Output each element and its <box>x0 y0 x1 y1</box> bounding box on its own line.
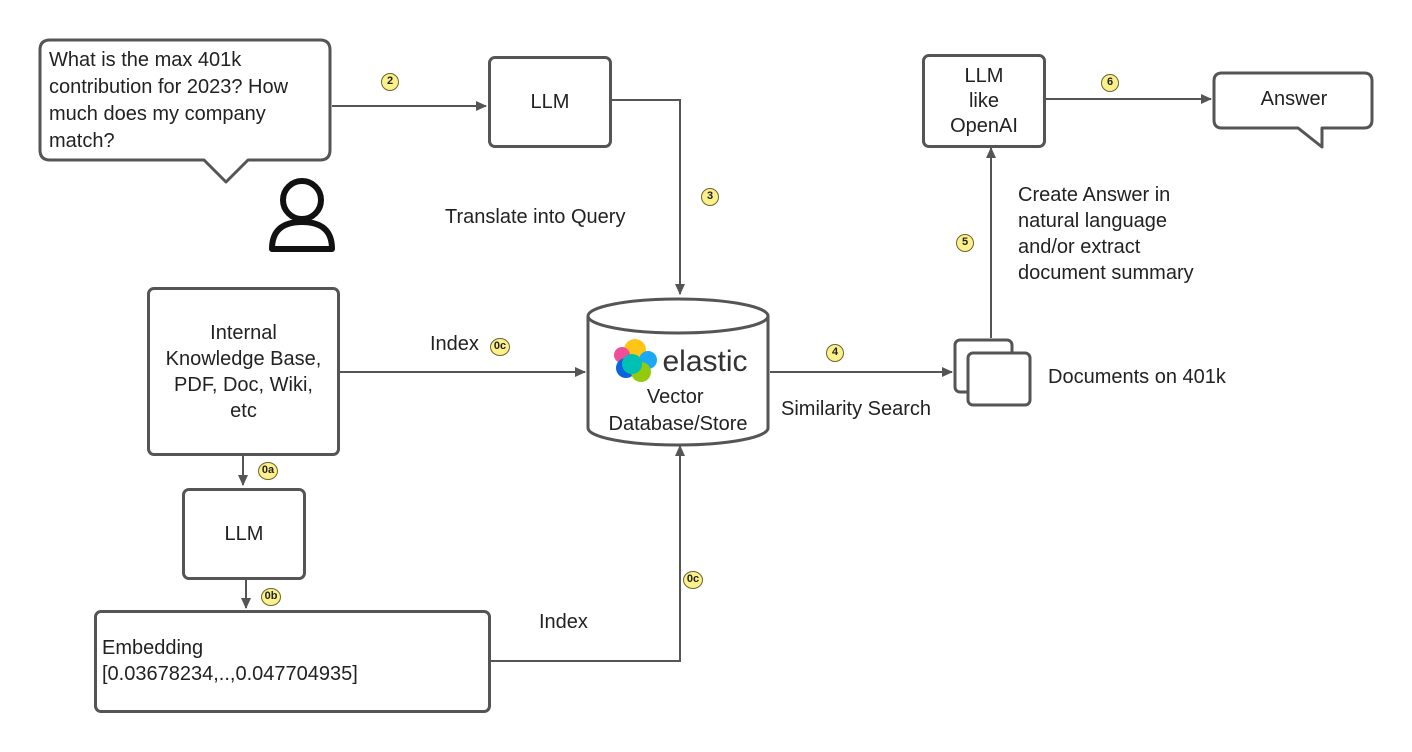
step-badge-0c-bottom: 0c <box>683 571 703 589</box>
index-top-label: Index <box>430 333 479 355</box>
llm-answer-line-1: LLM <box>964 64 1004 87</box>
create-answer-text: Create Answer in natural language and/or… <box>1018 182 1194 286</box>
elastic-logo-icon <box>614 339 657 382</box>
documents-stack-icon <box>953 338 1032 407</box>
llm-answer-box: LLM like OpenAI <box>922 54 1046 148</box>
step-badge-0c-top: 0c <box>490 338 510 356</box>
answer-bubble <box>1212 71 1374 149</box>
step-badge-0b: 0b <box>261 588 281 606</box>
step-badge-0a: 0a <box>258 462 278 480</box>
question-text: What is the max 401k contribution for 20… <box>49 49 294 152</box>
database-line-2: Database/Store <box>609 413 748 435</box>
translate-label: Translate into Query <box>445 206 626 228</box>
embedding-title: Embedding <box>102 637 204 659</box>
llm-query-label: LLM <box>530 91 570 113</box>
knowledge-base-line-2: Knowledge Base, <box>165 347 322 370</box>
elastic-brand-text: elastic <box>662 345 747 378</box>
create-answer-line-2: natural language <box>1018 210 1168 232</box>
arrow-llm-to-database <box>612 99 685 295</box>
create-answer-line-4: document summary <box>1018 262 1194 284</box>
embedding-box: Embedding [0.03678234,..,0.047704935] <box>94 610 491 713</box>
knowledge-base-line-3: PDF, Doc, Wiki, <box>174 373 313 396</box>
question-line-2: contribution for 2023? How <box>49 76 289 98</box>
llm-answer-line-3: OpenAI <box>950 114 1018 137</box>
step-badge-4: 4 <box>826 344 844 362</box>
knowledge-base-line-4: etc <box>230 399 257 422</box>
database-line-1: Vector <box>647 386 704 408</box>
user-icon <box>269 178 335 252</box>
database-text: Vector Database/Store <box>609 386 748 435</box>
llm-query-box: LLM <box>488 56 612 148</box>
step-badge-2: 2 <box>381 73 399 91</box>
documents-label: Documents on 401k <box>1048 366 1226 388</box>
similarity-label: Similarity Search <box>781 398 932 420</box>
create-answer-line-1: Create Answer in <box>1018 184 1171 206</box>
step-badge-3: 3 <box>701 188 719 206</box>
llm-answer-line-2: like <box>968 89 999 112</box>
question-line-1: What is the max 401k <box>49 49 242 71</box>
llm-embed-label: LLM <box>224 523 264 545</box>
arrow-embedding-to-database <box>490 445 685 662</box>
step-badge-5: 5 <box>956 234 974 252</box>
step-badge-6: 6 <box>1101 74 1119 92</box>
embedding-vector: [0.03678234,..,0.047704935] <box>102 663 358 685</box>
llm-embed-box: LLM <box>182 488 306 580</box>
question-line-3: much does my company <box>49 103 266 125</box>
answer-text: Answer <box>1261 88 1328 110</box>
knowledge-base-box: Internal Knowledge Base, PDF, Doc, Wiki,… <box>147 287 340 456</box>
question-line-4: match? <box>49 130 115 152</box>
create-answer-line-3: and/or extract <box>1018 236 1141 258</box>
index-bottom-label: Index <box>539 611 588 633</box>
knowledge-base-line-1: Internal <box>210 321 277 344</box>
question-bubble <box>38 38 332 184</box>
